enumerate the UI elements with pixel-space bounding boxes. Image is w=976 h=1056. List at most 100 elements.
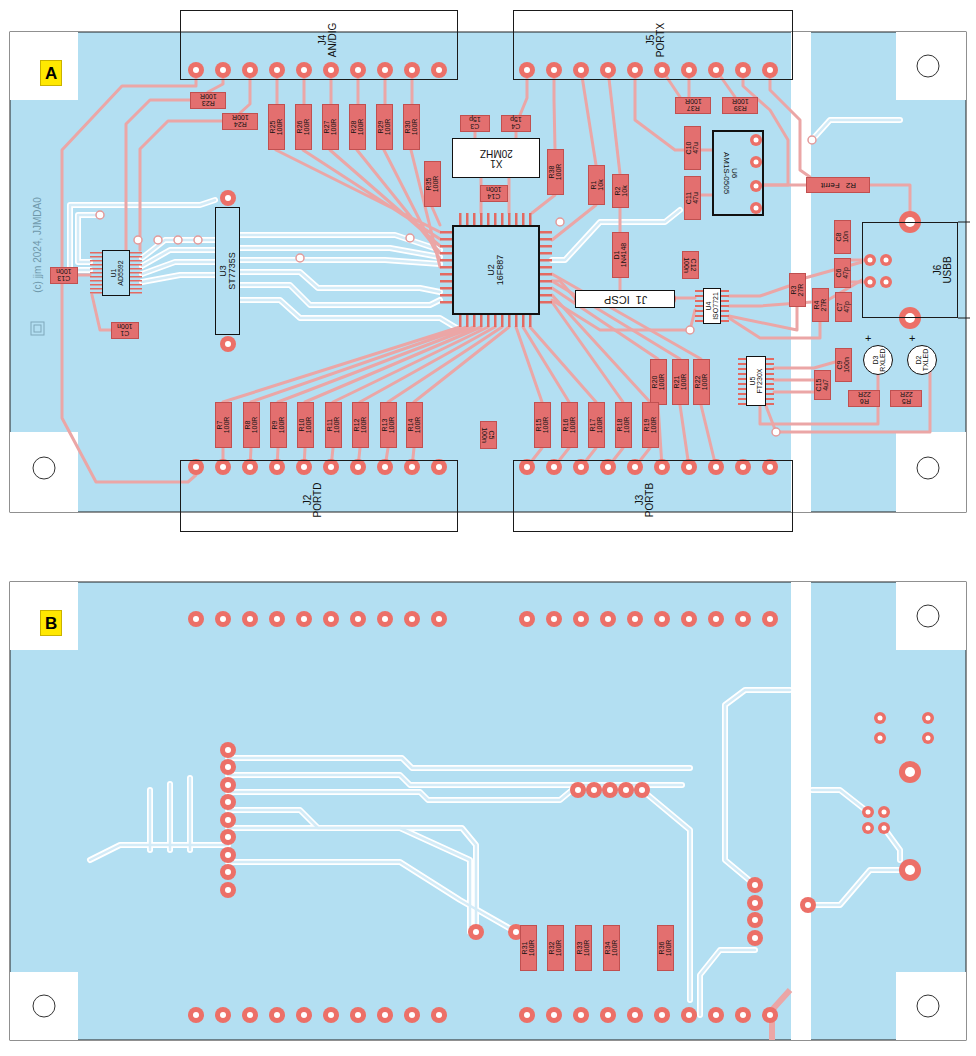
via [686,326,694,334]
component-label-group: R110k [589,179,603,190]
reference-designator: R12 [353,419,360,432]
ic-package: U1AD5592 [102,250,130,296]
pad [864,254,876,266]
pad [468,924,484,940]
component-label-group: C647p [835,267,849,279]
component-label-group: R19100R [643,417,657,434]
pad [586,782,602,798]
reference-designator: C9 [836,361,843,370]
component-value: PORTX [656,23,666,57]
smd-component: R29100R [376,104,393,150]
pin-header-pads [188,1007,447,1023]
reference-designator: R26 [296,121,303,134]
component-label-group: J3PORTB [635,483,655,517]
top-trace [276,150,440,267]
component-value: 100R [680,374,687,391]
reference-designator: R23 [201,100,214,107]
component-label-group: R28100R [350,119,364,136]
component-label-group: R24100R [232,114,249,128]
top-trace [619,278,622,290]
component-value: 100R [411,119,418,136]
pin-header-pads [188,611,778,1023]
reference-designator: C5 [488,431,495,440]
mounting-corner [10,582,966,1040]
component-value: 100R [685,98,702,105]
via [296,254,304,262]
component-label-group: R522R [900,391,913,405]
connector-outline [958,222,970,318]
component-value: 100R [414,417,421,434]
reference-designator: R4 [813,301,820,310]
smd-component: C1147u [684,176,701,220]
pad [747,877,763,893]
reference-designator: R15 [535,419,542,432]
component-value: 100R [251,417,258,434]
top-trace [140,121,222,250]
reference-designator: R31 [521,942,528,955]
ic-pins [695,290,703,322]
pad [862,806,874,818]
reference-designator: R20 [651,376,658,389]
component-value: PORTD [313,483,323,518]
component-value: 100R [357,119,364,136]
component-label-group: R37100R [685,98,702,112]
component-value: 100n [117,323,133,330]
reference-designator: R19 [643,419,650,432]
ic-pins [766,358,774,406]
component-label-group: U6AM1S-0505 [722,152,738,194]
component-value: 100R [278,417,285,434]
smd-component: R33100R [575,925,592,971]
component-value: FT230X [756,369,763,394]
component-label-group: R14100R [407,417,421,434]
mounting-hole [33,995,55,1017]
bottom-trace [70,120,900,330]
component-value: 4u7 [822,379,829,391]
component-value: RXLED [878,348,885,371]
top-trace [581,70,596,165]
pad [220,794,236,810]
top-trace [552,281,576,299]
pad-hole [754,138,759,143]
pad [618,782,634,798]
component-value: 100R [223,417,230,434]
component-label-group: R38100R [548,164,562,181]
component-label-group: R36100R [658,940,672,957]
ic-pins [130,252,142,295]
reference-designator: R2 [845,181,855,189]
component-value: 100R [200,93,217,100]
smd-component: R10100R [297,402,314,448]
smd-component: C1100n [111,322,139,339]
component-label-group: J5PORTX [646,23,666,57]
component-label-group: R26100R [296,119,310,136]
component-value: Ferrit [821,181,840,189]
reference-designator: J2 [303,495,313,506]
component-label-group: R31100R [521,940,535,957]
pad [747,912,763,928]
component-label-group: X120MHZ [480,148,513,168]
pad [747,895,763,911]
pad [220,759,236,775]
smd-component: R9100R [270,402,287,448]
component-value: ICSP [604,294,630,305]
reference-designator: R33 [576,942,583,955]
pad [602,782,618,798]
smd-component: R26100R [295,104,312,150]
via [556,218,564,226]
logo-mark [31,322,44,335]
reference-designator: U3 [218,265,227,277]
component-value: AN/DIG [328,23,338,57]
component-label-group: D11N4148 [613,243,627,268]
component-value: 100R [333,417,340,434]
reference-designator: R14 [407,419,414,432]
component-value: 27R [797,284,804,297]
polarity-mark: + [909,333,915,344]
isolation-gap [791,32,811,512]
component-label-group: U5FT230X [749,369,763,394]
component-value: 100R [732,98,749,105]
via [134,236,142,244]
component-label-group: R18100R [616,417,630,434]
reference-designator: D1 [613,251,620,260]
component-value: AD5592 [116,260,123,285]
pad [862,712,934,881]
